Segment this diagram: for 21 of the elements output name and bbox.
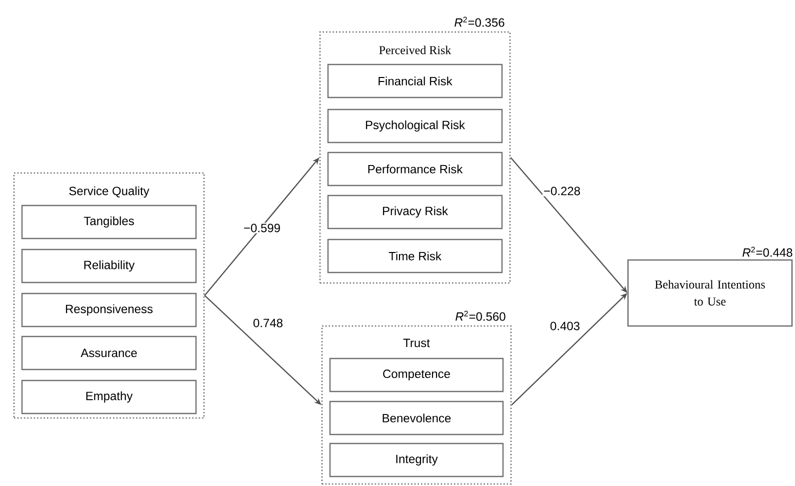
edge-label: 0.748 [252, 318, 284, 328]
item-box: Tangibles [21, 204, 197, 240]
r-squared-label: R$^{2}$=0.448 [742, 246, 792, 257]
edge-label: 0.403 [549, 320, 582, 332]
item-box: Privacy Risk [327, 194, 503, 230]
item-box: Time Risk [327, 238, 503, 274]
item-box: Competence [329, 358, 504, 392]
item-box: Performance Risk [327, 152, 503, 186]
item-box: Financial Risk [327, 64, 503, 98]
item-box: Empathy [21, 380, 197, 414]
item-box: Responsiveness [21, 292, 197, 328]
r-squared-label: R$^{2}$=0.356 [454, 16, 504, 27]
item-box: Psychological Risk [327, 108, 503, 144]
item-box: Benevolence [329, 400, 504, 436]
r-squared-label: R$^{2}$=0.560 [456, 310, 506, 321]
item-box: Reliability [21, 248, 197, 284]
item-box: Integrity [329, 442, 504, 478]
edge-label: −0.228 [542, 186, 582, 196]
item-box: Assurance [21, 336, 197, 370]
construct-box: Behavioural Intentions to Use [627, 259, 793, 327]
edge-label: −0.599 [242, 222, 282, 234]
